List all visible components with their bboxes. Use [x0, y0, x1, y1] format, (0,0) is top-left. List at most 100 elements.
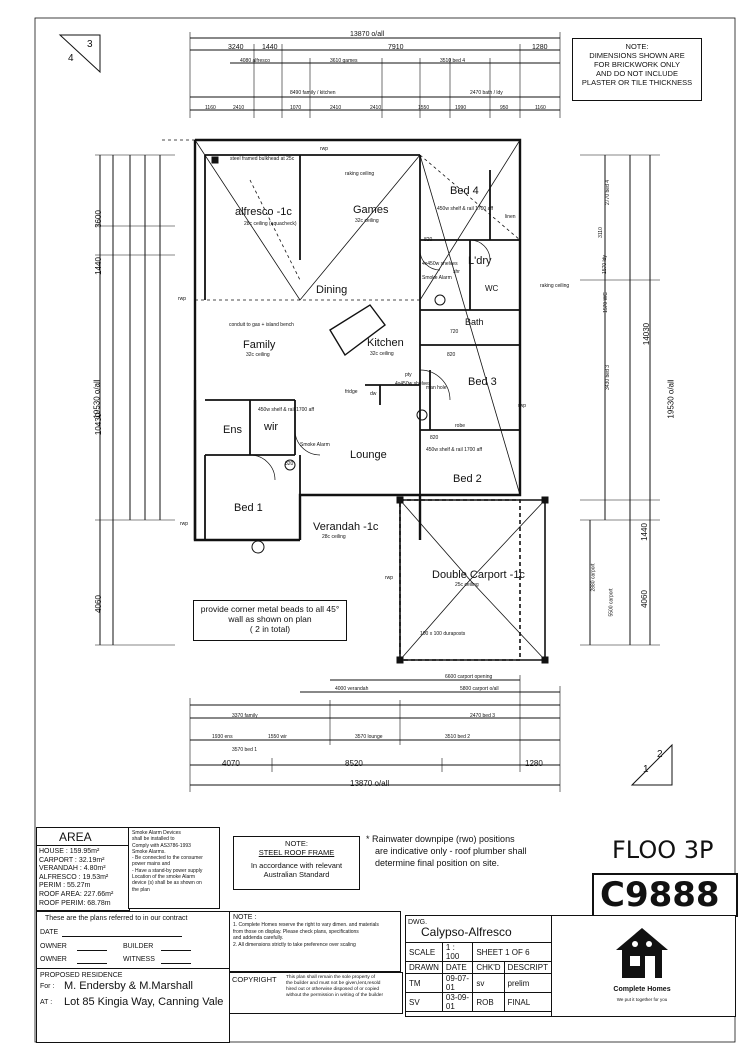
dim-right-sub: 1570 ldy	[601, 255, 608, 274]
dim-top-sub3-7: 1990	[455, 105, 467, 111]
rainwater-line: determine final position on site.	[375, 858, 500, 868]
dimensions-note-line: DIMENSIONS SHOWN ARE	[589, 51, 685, 60]
dim-top-sub3-8: 950	[500, 105, 509, 111]
dimensions-note-line: PLASTER OR TILE THICKNESS	[581, 78, 693, 87]
room-dining: Dining	[316, 284, 348, 296]
corner-number-top: 3	[87, 39, 93, 50]
linen-label: linen	[505, 214, 516, 220]
copyright-line: This plan shall remain the sole property…	[286, 975, 376, 980]
row-drawn: SV	[405, 992, 443, 1012]
duraposts-label: 100 x 100 duraposts	[420, 631, 466, 637]
dim-bottom-2: 8520	[345, 759, 363, 768]
dim-bottom-sub: 2470 bed 3	[470, 713, 496, 719]
room-bed3: Bed 3	[468, 376, 497, 388]
shr-label: shr	[453, 269, 460, 275]
area-row: ROOF AREA: 227.66m²	[39, 891, 113, 900]
dim-right-3: 19530 o/all	[666, 379, 676, 419]
dwg-label: DWG.	[408, 919, 428, 926]
area-row-label: ROOF AREA:	[39, 890, 82, 898]
smoke-alarm-line: - Have a stand-by power supply	[132, 867, 203, 874]
owner-label: OWNER	[40, 943, 67, 950]
smoke-alarm-line: power mains and	[132, 861, 171, 868]
dimensions-note-line: AND DO NOT INCLUDE	[596, 69, 678, 78]
dim-bottom-1: 4070	[222, 759, 240, 768]
room-bath: Bath	[465, 317, 484, 327]
copyright-line: hired out or otherwise disposed of or co…	[286, 987, 380, 992]
room-wc: WC	[485, 284, 499, 293]
general-note-line: and addenda carefully.	[233, 935, 284, 941]
rwp-label-left-2: rwp	[180, 521, 189, 527]
area-row: PERIM : 55.27m	[39, 882, 113, 891]
dim-top-sub-2: 3610 games	[330, 58, 358, 64]
for-value: M. Endersby & M.Marshall	[64, 980, 193, 992]
steel-roof-line: NOTE:	[285, 839, 308, 848]
dwg-code: C9888	[600, 875, 720, 915]
door-820-d: 820	[430, 435, 439, 441]
dim-bottom-sub: 3370 family	[232, 713, 258, 719]
corner-beads-line: ( 2 in total)	[249, 624, 291, 634]
rainwater-line: * Rainwater downpipe (rwo) positions	[366, 834, 515, 844]
area-row-value: 19.53m²	[82, 873, 109, 881]
area-rows: HOUSE : 159.95m² CARPORT : 32.19m² VERAN…	[39, 848, 113, 908]
header-checked: CHK'D	[472, 961, 505, 974]
rwp-label: rwp	[320, 146, 329, 152]
door-820: 820	[424, 237, 433, 243]
shelves-label-2: 4x450w shelves	[422, 261, 458, 267]
dim-carport-opening: 6600 carport opening	[445, 674, 493, 680]
corner-beads-line: wall as shown on plan	[228, 614, 312, 624]
raking-ceiling-label: raking ceiling	[345, 171, 375, 177]
header-drawn: DRAWN	[405, 961, 443, 974]
dim-overall-top: 13870 o/all	[350, 31, 385, 38]
dim-left-5: 4060	[93, 595, 103, 613]
rwp-label-right: rwp	[518, 403, 527, 409]
dim-left-1: 3600	[93, 210, 103, 228]
general-note-title: NOTE :	[233, 914, 257, 921]
steel-roof-note: NOTE: STEEL ROOF FRAME In accordance wit…	[233, 836, 360, 890]
rwp-label-left: rwp	[178, 296, 187, 302]
dim-top-sub3-5: 2410	[370, 105, 382, 111]
robe-label: robe	[455, 423, 466, 429]
dim-bottom-sub: 3510 bed 2	[445, 734, 471, 740]
steel-roof-line: STEEL ROOF FRAME	[258, 848, 335, 857]
dim-right-1: 1440	[639, 523, 649, 541]
title-table: SCALE 1 : 100 SHEET 1 OF 6 DRAWN DATE CH…	[405, 942, 553, 1012]
door-720: 720	[450, 329, 459, 335]
for-label: For :	[40, 983, 55, 990]
dim-bottom-sub: 3570 lounge	[355, 734, 383, 740]
area-row-value: 227.66m²	[83, 890, 114, 898]
area-row: VERANDAH : 4.80m²	[39, 865, 113, 874]
title-block: DWG. Calypso-Alfresco SCALE 1 : 100 SHEE…	[405, 915, 553, 1017]
house-logo-icon	[616, 928, 668, 978]
dim-top-sub3-1: 1160	[205, 105, 216, 111]
rainwater-line: are indicative only - roof plumber shall	[375, 846, 527, 856]
dim-right-sub: 1570 WC	[602, 292, 609, 313]
smoke-alarm-note: Smoke Alarm Devices shall be installed t…	[128, 827, 220, 909]
dim-top-3: 7910	[388, 44, 404, 51]
raking-ceiling-label-2: raking ceiling	[540, 283, 570, 289]
area-row: ROOF PERIM: 68.78m	[39, 900, 113, 909]
dimensions-note: NOTE: DIMENSIONS SHOWN ARE FOR BRICKWORK…	[572, 38, 702, 101]
area-row-value: 32.19m²	[78, 856, 105, 864]
row-date: 03-09-01	[441, 992, 474, 1012]
row-description: FINAL	[503, 992, 553, 1012]
builder-label: BUILDER	[123, 943, 154, 950]
row-description: prelim	[503, 973, 553, 993]
dwg-value: Calypso-Alfresco	[421, 925, 512, 939]
dim-top-sub-3: 3510 bed 4	[440, 58, 466, 64]
room-verandah: Verandah -1c	[313, 521, 379, 533]
carport-ceiling: 25c ceiling	[455, 582, 479, 588]
room-lounge: Lounge	[350, 449, 387, 461]
door-820-c: 820	[285, 461, 294, 467]
room-ldry: L'dry	[468, 255, 492, 267]
dim-top-sub-1: 4080 alfresco	[240, 58, 271, 64]
dim-right-sub: 2880 carport	[590, 563, 597, 592]
steel-roof-line: In accordance with relevant	[250, 861, 343, 870]
room-games: Games	[353, 204, 389, 216]
sheet-value: SHEET 1 OF 6	[472, 942, 552, 962]
dim-bottom-sub: 1550 wir	[268, 734, 287, 740]
area-row-label: HOUSE :	[39, 848, 68, 855]
kitchen-ceiling: 32c ceiling	[370, 351, 394, 357]
copyright-line: without the permission in writing of the…	[286, 993, 384, 998]
dim-top-sub3-2: 2410	[233, 105, 245, 111]
